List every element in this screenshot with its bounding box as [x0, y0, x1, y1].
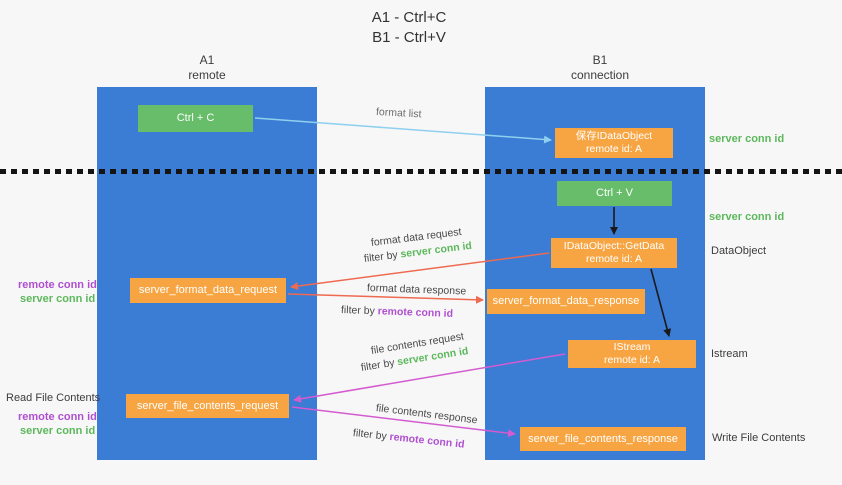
- phase-separator-line: [0, 169, 842, 174]
- getdata-line2: remote id: A: [585, 253, 643, 265]
- file-contents-response-label: file contents response: [375, 402, 479, 427]
- getdata-line1: IDataObject::GetData: [563, 240, 665, 252]
- remote-conn-id-label-left-1: remote conn id: [18, 279, 97, 291]
- filter-by-remote-conn-id-label-1: filter by remote conn id: [341, 304, 453, 320]
- title-line-2: B1 - Ctrl+V: [372, 29, 446, 46]
- istream-line1: IStream: [613, 341, 651, 353]
- remote-conn-id-text: remote conn id: [377, 305, 454, 320]
- server-format-data-response-label: server_format_data_response: [492, 295, 640, 307]
- remote-conn-id-label-left-2: remote conn id: [18, 411, 97, 423]
- left-column-header: A1 remote: [157, 53, 257, 83]
- ctrl-v-label: Ctrl + V: [596, 187, 633, 199]
- server-format-data-response-box: server_format_data_response: [487, 289, 645, 314]
- server-file-contents-response-box: server_file_contents_response: [520, 427, 686, 451]
- istream-box: IStream remote id: A: [568, 340, 696, 368]
- read-file-contents-label: Read File Contents: [6, 392, 101, 404]
- dataobject-label: DataObject: [711, 245, 767, 257]
- server-format-data-request-box: server_format_data_request: [130, 278, 286, 303]
- filter-by-remote-conn-id-label-2: filter by remote conn id: [352, 427, 465, 451]
- server-file-contents-request-box: server_file_contents_request: [126, 394, 289, 418]
- write-file-contents-label: Write File Contents: [712, 432, 806, 444]
- filter-by-text: filter by: [360, 356, 399, 374]
- ctrl-c-box: Ctrl + C: [138, 105, 253, 132]
- filter-by-text: filter by: [363, 248, 402, 265]
- title-line-1: A1 - Ctrl+C: [371, 9, 447, 26]
- getdata-box: IDataObject::GetData remote id: A: [551, 238, 677, 268]
- format-list-label: format list: [375, 106, 422, 121]
- left-column-name: A1: [199, 53, 215, 67]
- remote-conn-id-text: remote conn id: [388, 430, 466, 451]
- server-file-contents-request-label: server_file_contents_request: [136, 399, 279, 412]
- filter-by-text: filter by: [352, 427, 391, 443]
- save-dataobject-line1: 保存IDataObject: [575, 130, 653, 142]
- right-column-header: B1 connection: [550, 53, 650, 83]
- ctrl-c-label: Ctrl + C: [176, 112, 215, 124]
- server-conn-id-label-top-right: server conn id: [709, 133, 785, 145]
- istream-line2: remote id: A: [603, 354, 661, 366]
- save-dataobject-box: 保存IDataObject remote id: A: [555, 128, 673, 158]
- format-data-response-label: format data response: [366, 282, 467, 298]
- filter-by-text: filter by: [340, 304, 378, 318]
- right-column-name: B1: [592, 53, 608, 67]
- right-column-role: connection: [570, 68, 630, 82]
- left-column-role: remote: [188, 68, 226, 82]
- diagram-title: A1 - Ctrl+C B1 - Ctrl+V: [309, 8, 509, 48]
- istream-side-label: Istream: [711, 348, 748, 360]
- server-format-data-request-label: server_format_data_request: [138, 284, 278, 296]
- ctrl-v-box: Ctrl + V: [557, 181, 672, 206]
- server-conn-id-label-left-2: server conn id: [20, 425, 96, 437]
- server-conn-id-label-right: server conn id: [709, 211, 785, 223]
- server-file-contents-response-label: server_file_contents_response: [528, 432, 678, 445]
- save-dataobject-line2: remote id: A: [585, 143, 643, 155]
- server-conn-id-label-left-1: server conn id: [20, 293, 96, 305]
